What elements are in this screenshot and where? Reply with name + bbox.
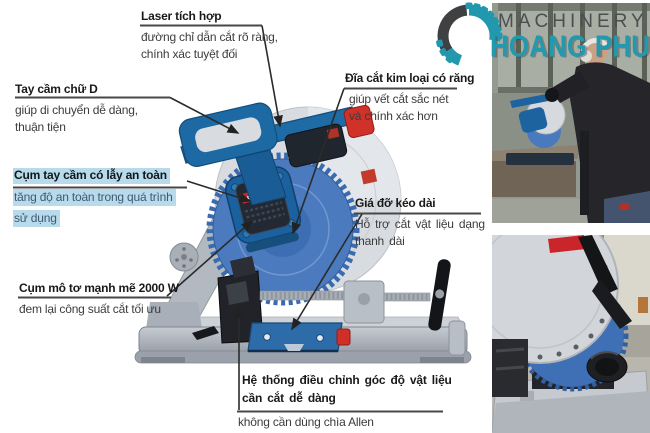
annotation-support-line1: Hỗ trợ cắt vật liệu dạng	[355, 217, 485, 231]
annotation-angle-line1: không cần dùng chìa Allen	[238, 415, 374, 429]
annotation-laser-title: Laser tích hợp	[141, 9, 222, 23]
switch-housing	[284, 123, 348, 168]
base-blue-panel	[247, 322, 343, 353]
annotation-blade-line1: giúp vết cắt sắc nét	[349, 92, 449, 106]
photo-closeup-scene	[492, 235, 650, 433]
annotation-laser-line2: chính xác tuyệt đối	[141, 47, 238, 61]
annotation-safety-line2: sử dụng	[13, 210, 60, 227]
leader-blade	[291, 88, 345, 235]
d-handle	[178, 102, 278, 167]
red-base-knob	[336, 328, 351, 346]
photo-worker-using-saw	[492, 3, 650, 223]
annotation-d-handle-title: Tay cầm chữ D	[15, 82, 98, 96]
annotation-support-line2: thanh dài	[355, 234, 405, 248]
annotation-support: Giá đỡ kéo dài Hỗ trợ cắt vật liệu dạng …	[355, 196, 485, 250]
leader-support	[291, 213, 363, 331]
annotation-laser-line1: đường chỉ dẫn cắt rõ ràng,	[141, 30, 278, 44]
brand-name-machinery: MACHINERY	[498, 11, 648, 32]
annotation-d-handle-line2: thuận tiện	[15, 120, 66, 134]
annotation-blade: Đĩa cắt kim loại có răng giúp vết cắt sắ…	[345, 71, 474, 125]
annotation-motor: Cụm mô tơ mạnh mẽ 2000 W đem lại công su…	[19, 281, 179, 318]
annotation-blade-line2: và chính xác hơn	[349, 109, 438, 123]
leader-d-handle	[169, 96, 240, 134]
leader-laser	[261, 25, 283, 128]
annotation-motor-line1: đem lại công suất cắt tối ưu	[19, 302, 161, 316]
photo-blade-closeup	[492, 235, 650, 433]
red-end-cap	[343, 104, 375, 139]
annotation-blade-title: Đĩa cắt kim loại có răng	[345, 71, 475, 85]
leader-safety	[186, 180, 252, 203]
annotation-motor-title: Cụm mô tơ mạnh mẽ 2000 W	[19, 281, 179, 295]
annotation-d-handle-line1: giúp di chuyển dễ dàng,	[15, 103, 138, 117]
annotation-angle-title1: Hệ thống điều chỉnh góc độ vật liệu	[242, 373, 452, 387]
brand-name-hoang-phuc: HOANG PHUC	[490, 28, 650, 64]
annotation-d-handle: Tay cầm chữ D giúp di chuyển dễ dàng, th…	[15, 82, 138, 136]
grip-handle	[235, 149, 287, 206]
leader-motor	[166, 219, 254, 297]
photo-worker-scene	[492, 3, 650, 223]
brand-gear-icon	[436, 2, 506, 72]
vise-t-handle	[428, 259, 451, 331]
annotation-safety-line1: tăng độ an toàn trong quá trình	[13, 189, 176, 206]
annotation-safety-handle: Cụm tay cầm có lẫy an toàn tăng độ an to…	[13, 168, 176, 227]
annotation-angle-system: Hệ thống điều chỉnh góc độ vật liệu cần …	[238, 371, 452, 431]
red-guard-detail	[360, 168, 378, 185]
annotation-laser: Laser tích hợp đường chỉ dẫn cắt rõ ràng…	[141, 9, 278, 63]
callout-lines	[166, 25, 363, 410]
callout-underlines	[13, 24, 481, 413]
annotation-safety-title: Cụm tay cầm có lẫy an toàn	[13, 168, 170, 184]
annotation-support-title: Giá đỡ kéo dài	[355, 196, 436, 210]
annotation-angle-title2: cần cắt dễ dàng	[242, 391, 336, 405]
vise-lead-screw	[259, 280, 431, 324]
